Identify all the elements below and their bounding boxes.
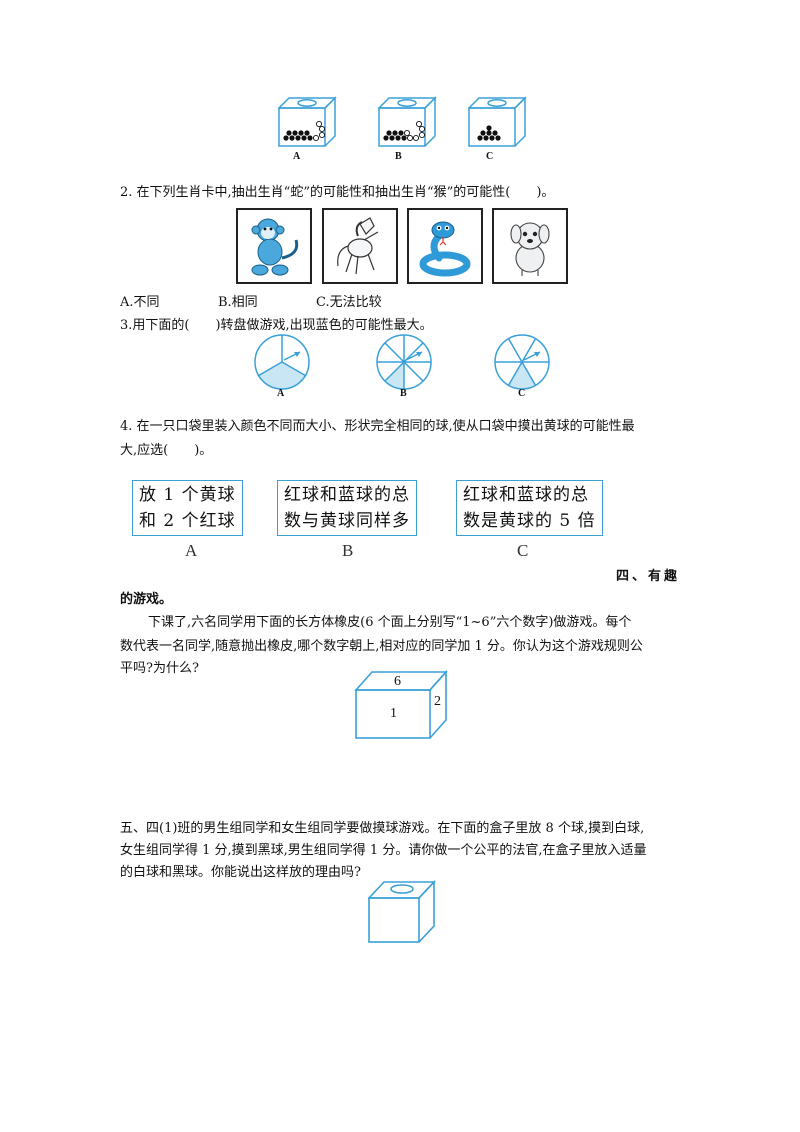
q2-option-c[interactable]: C.无法比较 bbox=[316, 295, 382, 310]
section4-heading-part1: 四、有趣 bbox=[616, 569, 681, 584]
section5-empty-box[interactable] bbox=[368, 880, 436, 944]
q4-label-b: B bbox=[342, 541, 354, 560]
snake-icon bbox=[419, 221, 471, 277]
section5-line1: 五、四(1)班的男生组同学和女生组同学要做摸球游戏。在下面的盒子里放 8 个球,… bbox=[120, 821, 645, 836]
spinner-label-b: B bbox=[400, 388, 407, 399]
section4-heading-part2: 的游戏。 bbox=[120, 592, 173, 607]
eraser-side-number: 2 bbox=[434, 694, 441, 709]
box-with-balls-icon bbox=[468, 96, 527, 147]
q1-box-b bbox=[378, 96, 438, 148]
q4-option-b-line2: 数与黄球同样多 bbox=[284, 511, 410, 531]
q2-option-b[interactable]: B.相同 bbox=[218, 295, 258, 310]
cuboid-icon bbox=[354, 669, 448, 739]
q4-option-box-a[interactable]: 放 1 个黄球 和 2 个红球 bbox=[132, 480, 243, 536]
q1-label-b: B bbox=[395, 151, 402, 162]
zodiac-card-dog[interactable] bbox=[492, 208, 568, 284]
zodiac-card-snake[interactable] bbox=[407, 208, 483, 284]
q4-stem-line2: 大,应选( )。 bbox=[120, 443, 213, 458]
q4-option-box-b[interactable]: 红球和蓝球的总 数与黄球同样多 bbox=[277, 480, 417, 536]
q4-label-a: A bbox=[185, 541, 198, 560]
eraser-cuboid: 6 1 2 bbox=[354, 668, 448, 740]
spinner-a[interactable] bbox=[254, 334, 310, 390]
empty-box-icon bbox=[368, 880, 436, 943]
zodiac-card-horse[interactable] bbox=[322, 208, 398, 284]
section5-line3: 的白球和黑球。你能说出这样放的理由吗? bbox=[120, 865, 361, 880]
zodiac-card-monkey[interactable] bbox=[236, 208, 312, 284]
q2-option-a[interactable]: A.不同 bbox=[120, 295, 160, 310]
monkey-icon bbox=[251, 218, 299, 276]
spinner-icon bbox=[254, 334, 310, 390]
spinner-c[interactable] bbox=[494, 334, 550, 390]
q4-option-a-line2: 和 2 个红球 bbox=[139, 511, 236, 531]
q4-label-c: C bbox=[517, 541, 529, 560]
q1-box-a bbox=[278, 96, 338, 148]
q1-label-c: C bbox=[486, 151, 494, 162]
eraser-front-number: 1 bbox=[390, 706, 397, 721]
horse-icon bbox=[337, 217, 379, 275]
q4-option-b-line1: 红球和蓝球的总 bbox=[284, 485, 410, 505]
spinner-b[interactable] bbox=[376, 334, 432, 390]
q4-option-a-line1: 放 1 个黄球 bbox=[139, 485, 236, 505]
q4-stem-line1: 4. 在一只口袋里装入颜色不同而大小、形状完全相同的球,使从口袋中摸出黄球的可能… bbox=[120, 419, 635, 434]
q3-stem: 3.用下面的( )转盘做游戏,出现蓝色的可能性最大。 bbox=[120, 318, 433, 333]
spinner-icon bbox=[376, 334, 432, 390]
q1-box-c bbox=[468, 96, 528, 148]
dog-icon bbox=[510, 222, 550, 276]
section4-line2: 数代表一名同学,随意抛出橡皮,哪个数字朝上,相对应的同学加 1 分。你认为这个游… bbox=[120, 639, 643, 654]
box-with-balls-icon bbox=[278, 96, 337, 147]
section4-line1: 下课了,六名同学用下面的长方体橡皮(6 个面上分别写“1~6”六个数字)做游戏。… bbox=[148, 615, 632, 630]
q4-option-c-line2: 数是黄球的 5 倍 bbox=[463, 511, 596, 531]
section5-line2: 女生组同学得 1 分,摸到黑球,男生组同学得 1 分。请你做一个公平的法官,在盒… bbox=[120, 843, 647, 858]
q4-option-c-line1: 红球和蓝球的总 bbox=[463, 485, 589, 505]
eraser-top-number: 6 bbox=[394, 674, 401, 689]
spinner-label-c: C bbox=[518, 388, 526, 399]
section4-line3: 平吗?为什么? bbox=[120, 661, 199, 676]
spinner-icon bbox=[494, 334, 550, 390]
spinner-label-a: A bbox=[277, 388, 285, 399]
q4-option-box-c[interactable]: 红球和蓝球的总 数是黄球的 5 倍 bbox=[456, 480, 603, 536]
box-with-balls-icon bbox=[378, 96, 437, 147]
q1-label-a: A bbox=[293, 151, 301, 162]
q2-stem: 2. 在下列生肖卡中,抽出生肖“蛇”的可能性和抽出生肖“猴”的可能性( )。 bbox=[120, 185, 555, 200]
